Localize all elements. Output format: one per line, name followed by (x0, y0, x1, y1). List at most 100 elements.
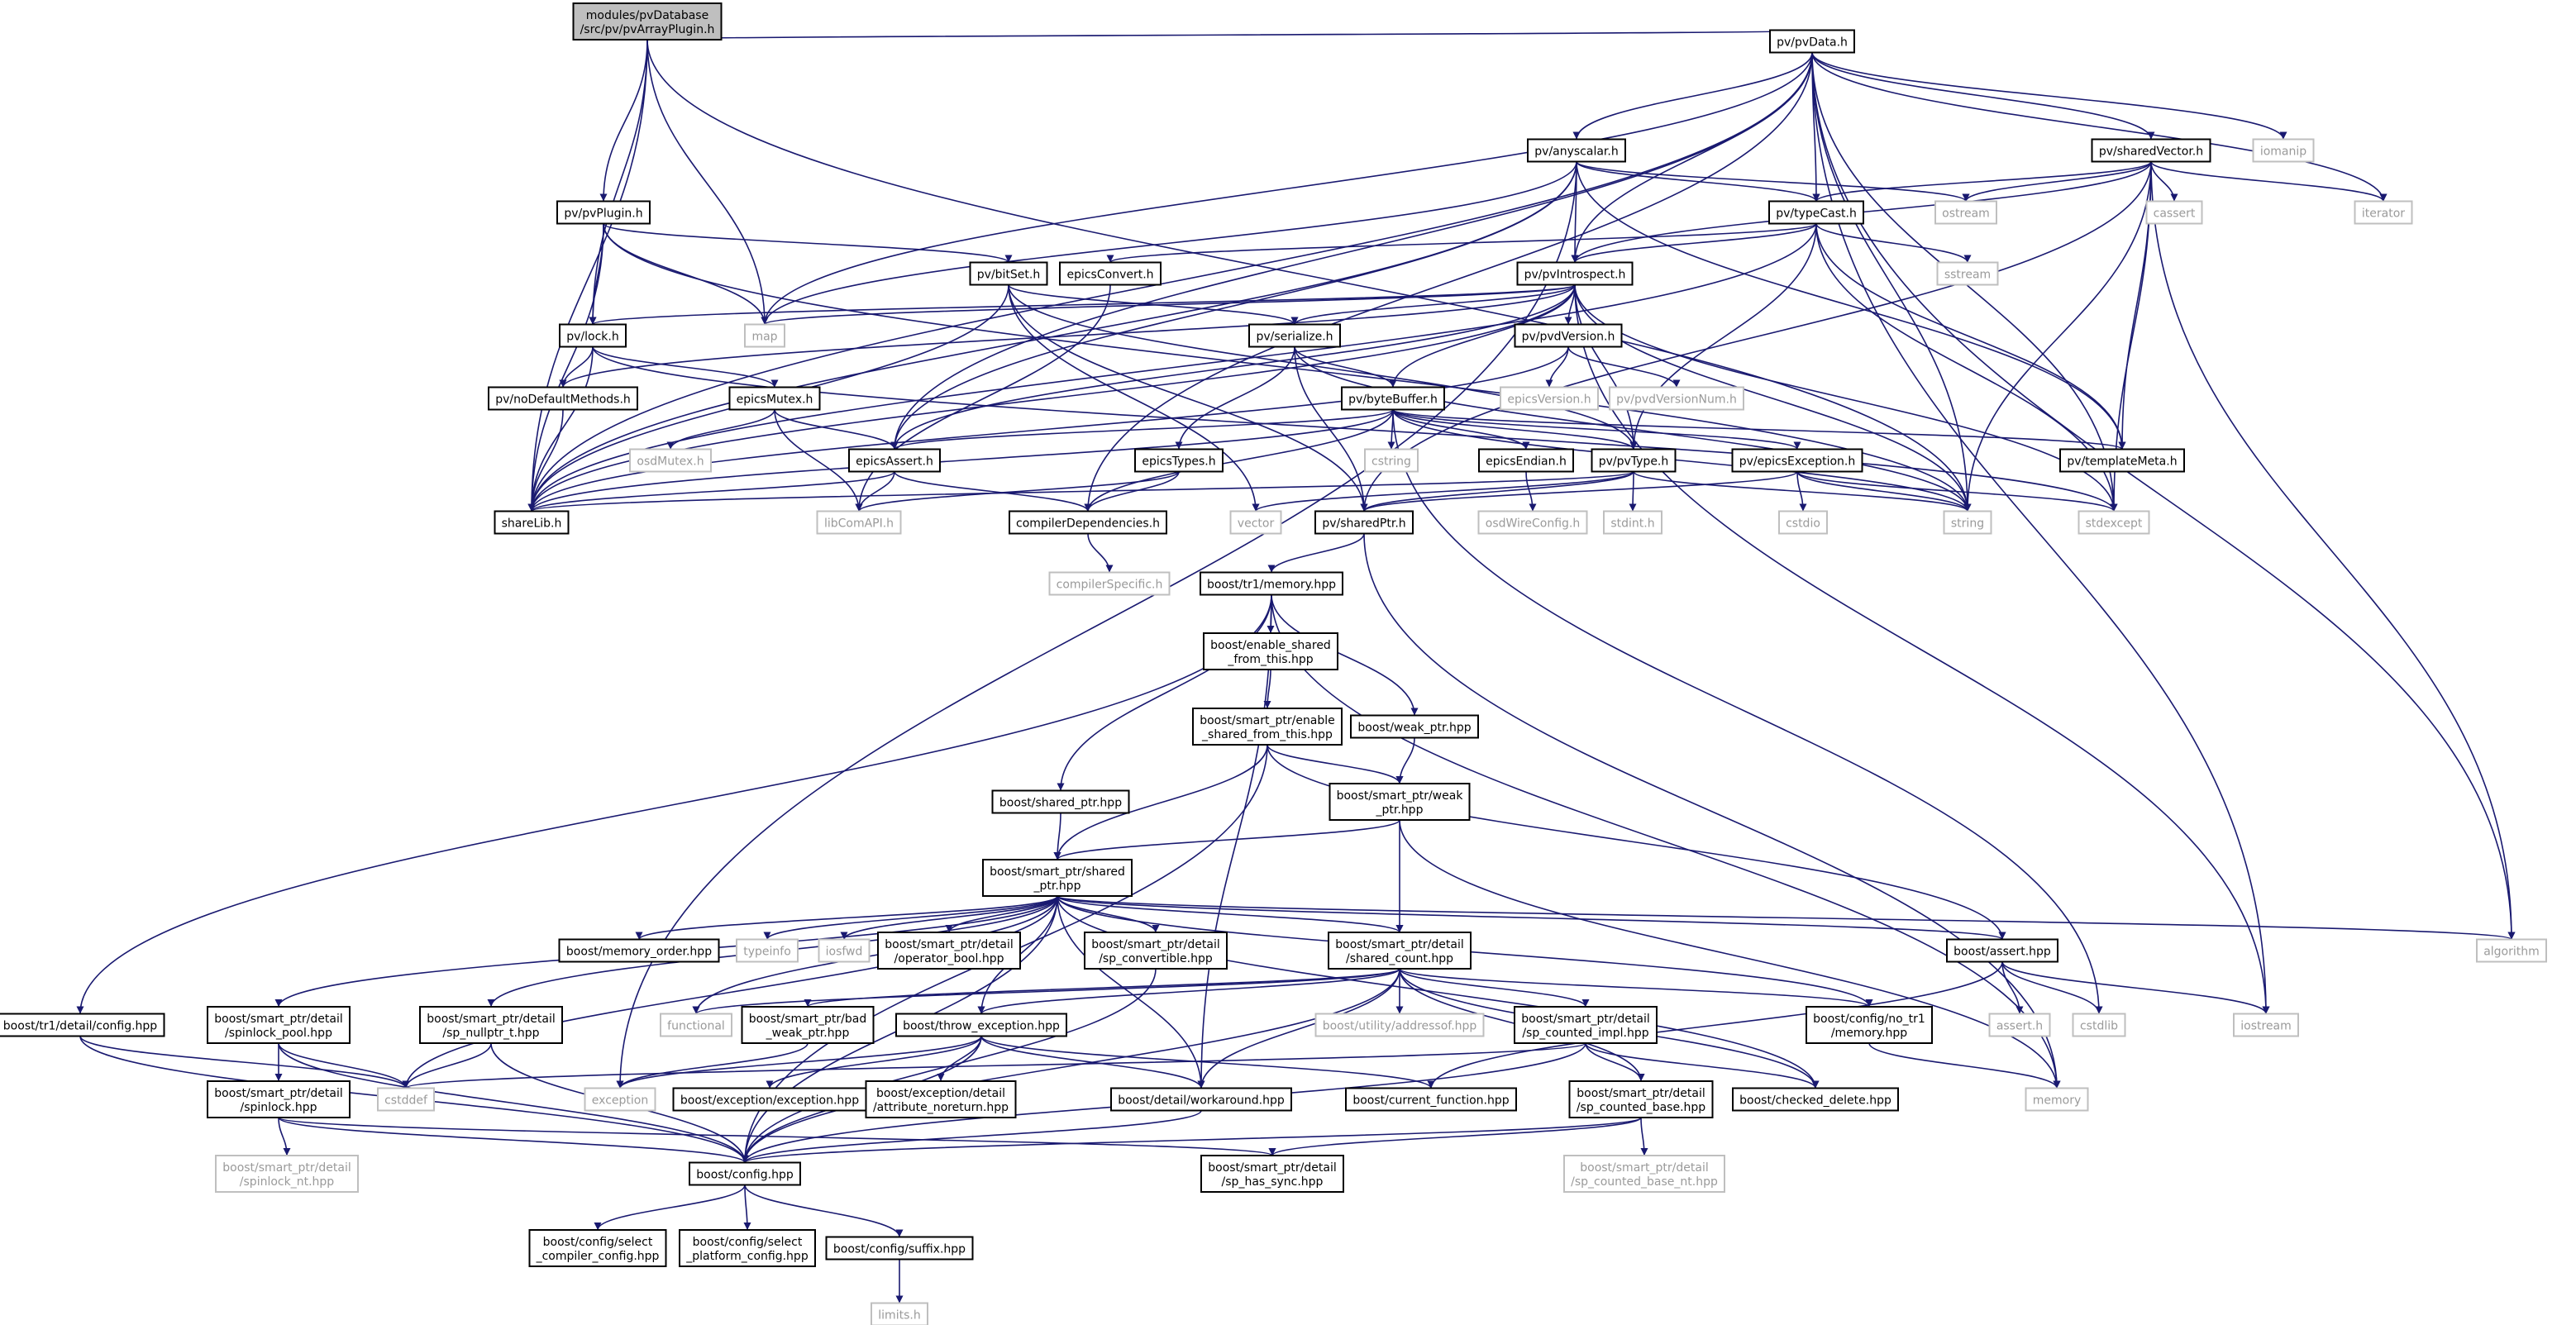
edge-root-to-pvPlugin (599, 39, 648, 202)
node-spEnableShared[interactable]: boost/smart_ptr/enable_shared_from_this.… (1192, 708, 1343, 746)
node-operatorBool[interactable]: boost/smart_ptr/detail/operator_bool.hpp (877, 932, 1021, 970)
include-edge (594, 1184, 746, 1231)
node-epicsMutex[interactable]: epicsMutex.h (728, 386, 821, 411)
node-spNullptr[interactable]: boost/smart_ptr/detail/sp_nullptr_t.hpp (419, 1006, 563, 1044)
node-spinlock[interactable]: boost/smart_ptr/detail/spinlock.hpp (207, 1080, 351, 1118)
node-currentFunction[interactable]: boost/current_function.hpp (1345, 1087, 1517, 1112)
node-selectPlatform[interactable]: boost/config/select_platform_config.hpp (679, 1229, 816, 1267)
node-epicsAssert[interactable]: epicsAssert.h (848, 448, 941, 473)
node-boostAssert[interactable]: boost/assert.hpp (1946, 938, 2058, 963)
edge-pvdVersion-to-pvdVersionNum (1567, 346, 1681, 388)
node-label: boost/smart_ptr/detail (1521, 1013, 1649, 1026)
node-box (1527, 138, 1626, 163)
node-suffix[interactable]: boost/config/suffix.hpp (825, 1236, 974, 1261)
node-label: /attribute_noreturn.hpp (873, 1101, 1009, 1114)
node-templateMeta[interactable]: pv/templateMeta.h (2059, 448, 2185, 473)
node-epicsEndian[interactable]: epicsEndian.h (1478, 448, 1574, 473)
node-noTr1Memory[interactable]: boost/config/no_tr1/memory.hpp (1806, 1006, 1933, 1044)
node-label: boost/smart_ptr/detail (1208, 1161, 1336, 1175)
edge-typeCast-to-pvIntrospect (1571, 223, 1817, 263)
node-spConvertible[interactable]: boost/smart_ptr/detail/sp_convertible.hp… (1084, 932, 1228, 970)
node-epicsTypes[interactable]: epicsTypes.h (1134, 448, 1224, 473)
node-workaround[interactable]: boost/detail/workaround.hpp (1110, 1087, 1292, 1112)
node-lock[interactable]: pv/lock.h (559, 323, 627, 348)
node-compilerDep[interactable]: compilerDependencies.h (1009, 510, 1167, 535)
node-sharedPtr[interactable]: pv/sharedPtr.h (1314, 510, 1414, 535)
node-anyscalar[interactable]: pv/anyscalar.h (1527, 138, 1626, 163)
node-boostConfig[interactable]: boost/config.hpp (689, 1161, 801, 1186)
node-cstdlib: cstdlib (2072, 1013, 2126, 1037)
node-shareLib[interactable]: shareLib.h (494, 510, 570, 535)
edge-spEnableShared-to-spSharedPtr (1053, 744, 1268, 860)
edge-pvData-to-sharedVector (1811, 52, 2155, 140)
node-byteBuffer[interactable]: pv/byteBuffer.h (1341, 386, 1445, 411)
node-noDefault[interactable]: pv/noDefaultMethods.h (488, 386, 638, 411)
node-serialize[interactable]: pv/serialize.h (1248, 323, 1341, 348)
include-edge (1576, 161, 1820, 202)
node-box (558, 938, 720, 963)
node-limits: limits.h (871, 1302, 928, 1325)
node-attrNoreturn[interactable]: boost/exception/detail/attribute_noretur… (865, 1080, 1017, 1118)
node-label: pv/bitSet.h (977, 269, 1040, 282)
node-label: /memory.hpp (1831, 1027, 1907, 1040)
node-bitSet[interactable]: pv/bitSet.h (969, 261, 1048, 286)
node-tr1config[interactable]: boost/tr1/detail/config.hpp (0, 1013, 165, 1037)
node-label: boost/config/select (693, 1236, 803, 1249)
node-throwException[interactable]: boost/throw_exception.hpp (895, 1013, 1067, 1037)
node-memoryOrder[interactable]: boost/memory_order.hpp (558, 938, 720, 963)
node-memory: memory (2025, 1087, 2089, 1112)
node-enableShared[interactable]: boost/enable_shared_from_this.hpp (1203, 632, 1338, 670)
edge-tr1memory-to-sharedPtrHpp (1057, 594, 1272, 791)
node-label: boost/config/suffix.hpp (833, 1243, 966, 1256)
node-pvdVersion[interactable]: pv/pvdVersion.h (1514, 323, 1623, 348)
node-pvPlugin[interactable]: pv/pvPlugin.h (556, 200, 651, 225)
node-label: iostream (2240, 1020, 2292, 1033)
edge-pvData-to-iostream (1811, 52, 2270, 1014)
node-weakPtr[interactable]: boost/weak_ptr.hpp (1350, 714, 1479, 739)
include-edge (635, 895, 1058, 941)
node-epicsConvert[interactable]: epicsConvert.h (1059, 261, 1162, 286)
node-label: limits.h (878, 1309, 920, 1323)
node-label: osdMutex.h (637, 455, 704, 469)
include-edge (616, 1036, 982, 1089)
node-typeCast[interactable]: pv/typeCast.h (1768, 200, 1864, 225)
node-pvType[interactable]: pv/pvType.h (1591, 448, 1677, 473)
node-spWeakPtr[interactable]: boost/smart_ptr/weak_ptr.hpp (1329, 783, 1471, 821)
node-label: boost/utility/addressof.hpp (1323, 1020, 1477, 1033)
node-checkedDelete[interactable]: boost/checked_delete.hpp (1732, 1087, 1899, 1112)
edge-boostConfig-to-selectCompiler (594, 1184, 746, 1231)
node-spSharedPtr[interactable]: boost/smart_ptr/shared_ptr.hpp (982, 859, 1133, 897)
edge-pvIntrospect-to-serialize (1290, 284, 1576, 326)
node-tr1memory[interactable]: boost/tr1/memory.hpp (1200, 571, 1343, 596)
node-pvIntrospect[interactable]: pv/pvIntrospect.h (1516, 261, 1634, 286)
node-pvData[interactable]: pv/pvData.h (1769, 29, 1855, 54)
node-label: compilerDependencies.h (1016, 517, 1160, 531)
include-edge (616, 1042, 809, 1089)
edge-spinlock-to-spinlockNt (278, 1117, 291, 1156)
node-sharedCount[interactable]: boost/smart_ptr/detail/shared_count.hpp (1328, 932, 1472, 970)
node-epicsException[interactable]: pv/epicsException.h (1731, 448, 1863, 473)
node-spCountedBase[interactable]: boost/smart_ptr/detail/sp_counted_base.h… (1568, 1080, 1714, 1118)
node-spHasSync[interactable]: boost/smart_ptr/detail/sp_has_sync.hpp (1200, 1155, 1344, 1193)
node-sharedPtrHpp[interactable]: boost/shared_ptr.hpp (991, 789, 1130, 814)
node-spCountedImpl[interactable]: boost/smart_ptr/detail/sp_counted_impl.h… (1514, 1006, 1658, 1044)
include-edge (76, 594, 1272, 1014)
node-exceptionHpp[interactable]: boost/exception/exception.hpp (672, 1087, 867, 1112)
node-box (895, 1013, 1067, 1037)
node-label: pv/sharedPtr.h (1322, 517, 1405, 531)
edge-lock-to-stdexcept (592, 346, 2118, 512)
edge-root-to-shareLib (527, 39, 648, 512)
node-box (1603, 510, 1662, 535)
edge-spSharedPtr-to-functional (692, 895, 1058, 1014)
node-selectCompiler[interactable]: boost/config/select_compiler_config.hpp (528, 1229, 667, 1267)
node-sharedVector[interactable]: pv/sharedVector.h (2091, 138, 2211, 163)
node-badWeakPtr[interactable]: boost/smart_ptr/bad_weak_ptr.hpp (741, 1006, 875, 1044)
node-label: pv/serialize.h (1256, 331, 1333, 344)
edge-compilerDep-to-compilerSpecific (1087, 533, 1114, 573)
node-spinlockPool[interactable]: boost/smart_ptr/detail/spinlock_pool.hpp (207, 1006, 351, 1044)
node-label: boost/exception/detail (876, 1087, 1005, 1100)
node-label: boost/detail/workaround.hpp (1118, 1094, 1285, 1108)
node-root[interactable]: modules/pvDatabase/src/pv/pvArrayPlugin.… (572, 2, 723, 41)
node-label: /spinlock_nt.hpp (240, 1175, 334, 1189)
edge-spEnableShared-to-spWeakPtr (1267, 744, 1404, 784)
